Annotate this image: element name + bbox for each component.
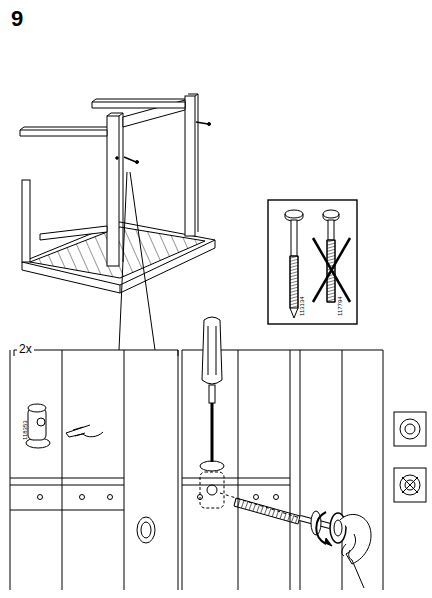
icon-not-ok bbox=[394, 468, 426, 502]
leader-line bbox=[119, 172, 127, 350]
part-number: 117794 bbox=[337, 296, 343, 316]
detail-panel-right bbox=[182, 317, 383, 590]
quantity-label: 2x bbox=[17, 343, 34, 355]
detail-panel-left bbox=[10, 350, 178, 590]
stool-frame bbox=[20, 94, 215, 293]
screw-comparison-panel bbox=[268, 200, 357, 324]
icon-ok bbox=[394, 412, 426, 446]
part-number: 113134 bbox=[299, 296, 305, 316]
step-number: 9 bbox=[11, 8, 23, 30]
bracket bbox=[14, 350, 178, 356]
part-number: 118353 bbox=[22, 420, 28, 440]
leader-line bbox=[130, 172, 155, 350]
